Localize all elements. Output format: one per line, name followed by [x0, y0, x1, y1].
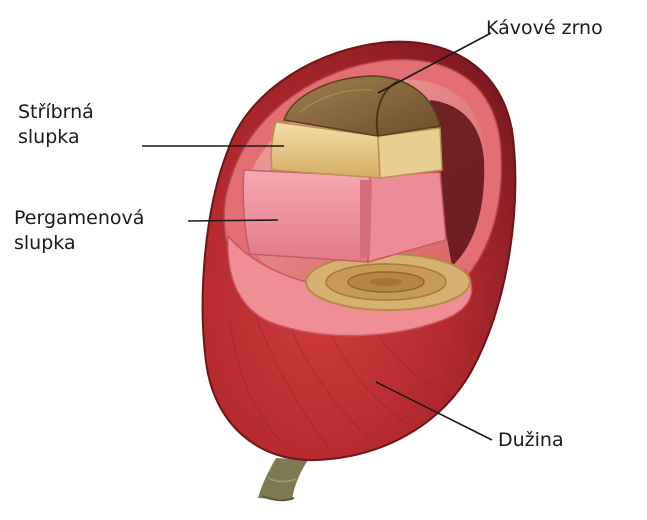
label-parchment-line2: slupka [14, 231, 144, 256]
leader-line-parchment [188, 220, 278, 221]
stem [258, 458, 308, 500]
label-pulp-text: Dužina [498, 429, 564, 451]
label-silver-skin-line1: Stříbrná [18, 100, 94, 125]
label-silver-skin-line2: slupka [18, 125, 94, 150]
label-coffee-bean-text: Kávové zrno [486, 17, 603, 39]
label-pulp: Dužina [498, 428, 564, 453]
label-silver-skin: Stříbrná slupka [18, 100, 94, 150]
label-parchment-line1: Pergamenová [14, 206, 144, 231]
lower-bean-section [306, 254, 470, 310]
label-parchment: Pergamenová slupka [14, 206, 144, 256]
label-coffee-bean: Kávové zrno [486, 16, 603, 41]
parchment-layer [243, 170, 446, 262]
